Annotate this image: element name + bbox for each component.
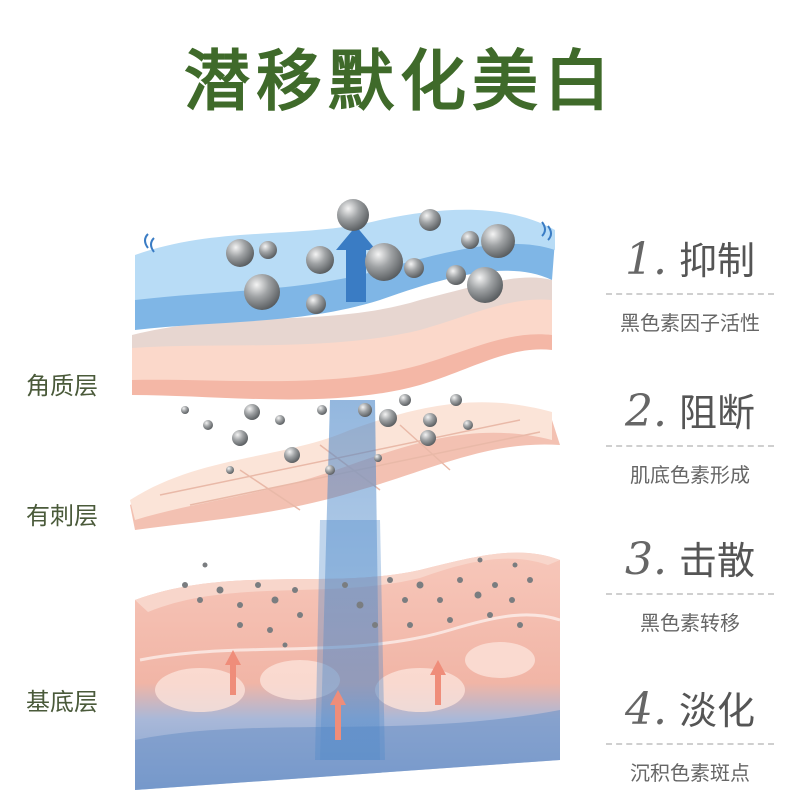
step-2: 2. 阻断 肌底色素形成: [595, 390, 785, 488]
basal-arrows: [225, 650, 446, 740]
stratum-corneum: [132, 277, 552, 400]
step-divider: [606, 445, 774, 447]
step-number: 2.: [624, 386, 667, 437]
melanin-particles-large: [226, 199, 515, 314]
step-3: 3. 击散 黑色素转移: [595, 538, 785, 636]
step-heading: 击散: [679, 539, 756, 583]
melanin-particles-small: [182, 557, 533, 648]
melanin-particles-medium: [181, 394, 473, 475]
page-title: 潜移默化美白: [184, 43, 616, 120]
step-divider: [606, 593, 774, 595]
step-number: 3.: [624, 534, 667, 585]
step-heading: 抑制: [679, 239, 756, 283]
step-description: 黑色素转移: [640, 611, 740, 635]
step-number: 1.: [624, 234, 667, 285]
upward-arrow-icon: [336, 226, 376, 302]
step-description: 沉积色素斑点: [630, 761, 750, 785]
step-description: 黑色素因子活性: [620, 311, 760, 335]
step-divider: [606, 293, 774, 295]
step-1: 1. 抑制 黑色素因子活性: [595, 238, 785, 336]
penetration-beam-lower: [315, 520, 385, 760]
step-heading: 淡化: [679, 689, 756, 733]
step-number: 4.: [624, 684, 667, 735]
layer-label-basal: 基底层: [26, 688, 98, 716]
step-4: 4. 淡化 沉积色素斑点: [595, 688, 785, 786]
penetration-beam: [320, 400, 380, 760]
splash-marks: [144, 221, 552, 253]
layer-label-spinous: 有刺层: [26, 502, 98, 530]
layer-label-stratum-corneum: 角质层: [26, 372, 98, 400]
step-heading: 阻断: [679, 391, 756, 435]
step-divider: [606, 743, 774, 745]
step-description: 肌底色素形成: [630, 463, 750, 487]
